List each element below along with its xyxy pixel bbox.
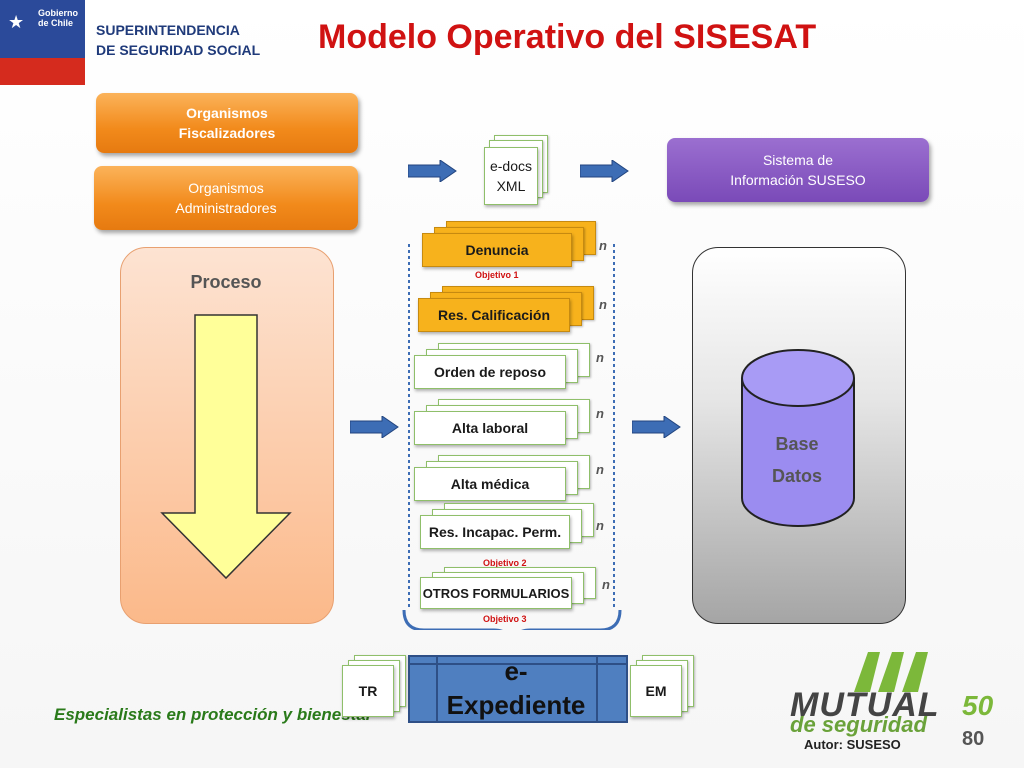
n-label: n	[599, 238, 607, 253]
n-label: n	[599, 297, 607, 312]
mutual-brand-sub: de seguridad	[790, 712, 927, 737]
doc-res-calificacion: Res. Calificación	[418, 298, 570, 332]
doc-otros-formularios: OTROS FORMULARIOS	[420, 577, 572, 609]
edocs-card: e-docs XML	[484, 147, 538, 205]
doc-denuncia-stack: Denuncia	[422, 221, 600, 269]
e-expediente-line1: e-	[504, 656, 528, 686]
e-expediente-line2: Expediente	[446, 690, 586, 720]
sistema-line1: Sistema de	[762, 152, 834, 168]
doc-orden-reposo-stack: Orden de reposo	[414, 343, 594, 391]
documents-frame	[402, 244, 622, 630]
gobierno-logo-text: Gobierno de Chile	[38, 8, 78, 28]
database-line2: Datos	[771, 466, 822, 486]
sistema-informacion-box: Sistema de Información SUSESO	[667, 138, 929, 202]
doc-alta-medica-stack: Alta médica	[414, 455, 594, 503]
objetivo-2-label: Objetivo 2	[483, 558, 527, 568]
page-title: Modelo Operativo del SISESAT	[318, 18, 817, 56]
tr-stack: TR	[342, 655, 406, 717]
footer-slogan: Especialistas en protección y bienestar	[54, 705, 373, 724]
divider	[436, 657, 438, 721]
n-label: n	[596, 406, 604, 421]
logo-red-band	[0, 58, 85, 85]
author-label: Autor: SUSESO	[804, 737, 901, 752]
arrow-right-icon	[580, 160, 629, 182]
organismos-fiscalizadores-box: Organismos Fiscalizadores	[96, 93, 358, 153]
e-expediente-box	[408, 655, 628, 723]
e-expediente-label: e- Expediente	[408, 654, 624, 722]
doc-alta-laboral: Alta laboral	[414, 411, 566, 445]
tr-card: TR	[342, 665, 394, 717]
down-arrow-icon	[160, 314, 292, 580]
em-card: EM	[630, 665, 682, 717]
database-label: Base Datos	[742, 428, 852, 492]
n-label: n	[596, 350, 604, 365]
doc-res-incapac-stack: Res. Incapac. Perm.	[420, 503, 600, 551]
gobierno-logo: ★ Gobierno de Chile	[0, 0, 85, 85]
n-label: n	[596, 518, 604, 533]
arrow-right-icon	[408, 160, 457, 182]
org-name-line2: DE SEGURIDAD SOCIAL	[96, 42, 261, 58]
sistema-line2: Información SUSESO	[730, 172, 866, 188]
star-icon: ★	[8, 12, 25, 32]
anniversary-badge: 50	[962, 690, 994, 721]
database-line1: Base	[775, 434, 819, 454]
divider	[410, 663, 626, 665]
edocs-line1: e-docs	[489, 158, 533, 174]
org-name-line1: SUPERINTENDENCIA	[96, 22, 240, 38]
org-name: SUPERINTENDENCIA DE SEGURIDAD SOCIAL	[96, 20, 260, 60]
org-fisc-line2: Fiscalizadores	[178, 125, 276, 141]
doc-alta-laboral-stack: Alta laboral	[414, 399, 594, 447]
org-fisc-line1: Organismos	[186, 105, 268, 121]
doc-otros-stack: OTROS FORMULARIOS	[420, 567, 600, 615]
objetivo-3-label: Objetivo 3	[483, 614, 527, 624]
database-icon	[741, 349, 855, 527]
em-stack: EM	[630, 655, 694, 717]
proceso-label: Proceso	[190, 272, 262, 292]
objetivo-1-label: Objetivo 1	[475, 270, 519, 280]
org-admin-line2: Administradores	[175, 200, 277, 216]
n-label: n	[602, 577, 610, 592]
n-label: n	[596, 462, 604, 477]
edocs-xml-stack: e-docs XML	[484, 135, 548, 207]
mutual-logo-icon	[854, 652, 928, 692]
organismos-administradores-box: Organismos Administradores	[94, 166, 358, 230]
doc-res-calificacion-stack: Res. Calificación	[418, 286, 596, 334]
doc-denuncia: Denuncia	[422, 233, 572, 267]
mutual-brand: MUTUAL	[790, 686, 940, 724]
doc-orden-reposo: Orden de reposo	[414, 355, 566, 389]
arrow-right-icon	[350, 416, 399, 438]
page-number: 80	[962, 728, 985, 750]
doc-res-incapac: Res. Incapac. Perm.	[420, 515, 570, 549]
divider	[596, 657, 598, 721]
arrow-right-icon	[632, 416, 681, 438]
edocs-line2: XML	[496, 178, 526, 194]
doc-alta-medica: Alta médica	[414, 467, 566, 501]
org-admin-line1: Organismos	[188, 180, 264, 196]
